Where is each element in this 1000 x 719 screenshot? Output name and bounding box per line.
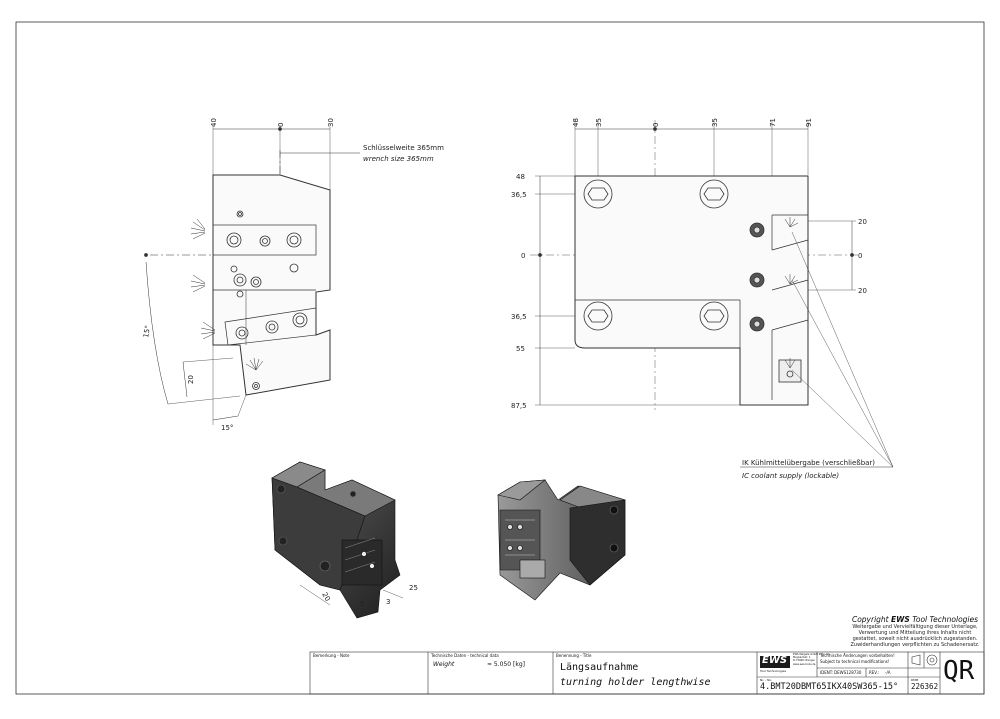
remark-label: Bemerkung - Note — [313, 653, 350, 658]
right-dim-right-3: 20 — [858, 287, 867, 295]
left-dim-20: 20 — [187, 375, 195, 384]
title-label: Benennung - Title — [556, 653, 592, 658]
mods-en: Subject to technical modifications! — [820, 659, 890, 664]
wrench-note-de: Schlüsselweite 365mm — [363, 144, 444, 152]
left-dim-top-3: 30 — [327, 118, 335, 127]
right-dim-top-2: 35 — [595, 118, 603, 127]
sheet-border — [15, 21, 985, 695]
copyright-prefix: Copyright — [851, 615, 891, 624]
qr-label: QR — [943, 656, 975, 686]
left-angle-15-bottom: 15° — [221, 424, 233, 432]
rev-value: -/A — [885, 670, 891, 675]
right-dim-left-6: 87,5 — [511, 402, 527, 410]
right-dim-top-3: 0 — [652, 123, 660, 127]
copyright-line-1: Weitergabe und Vervielfältigung dieser U… — [852, 624, 978, 630]
right-dim-right-1: 20 — [858, 218, 867, 226]
part-number: 4.BMT20DBMT65IKX40SW365-15° — [760, 682, 899, 692]
copyright-suffix: Tool Technologies — [909, 615, 979, 624]
left-dim-top-2: 0 — [277, 123, 285, 127]
company-line-1: EWS Weigele GmbH & Co. KG — [793, 653, 830, 656]
coolant-note-de: IK Kühlmittelübergabe (verschließbar) — [742, 459, 875, 467]
ident-value: DEWS128730 — [834, 670, 862, 675]
copyright-line-3: gestattet, soweit nicht ausdrücklich zug… — [852, 636, 978, 642]
right-dim-right-2: 0 — [858, 252, 862, 260]
company-line-3: D-73066 Uhingen — [793, 659, 815, 663]
rmm-value: 226362 — [911, 682, 939, 691]
ident-label: IDENT: — [820, 670, 834, 675]
nr-label: Nr. - No. — [760, 678, 773, 682]
iso-dims: 20 3 5 25 — [320, 584, 418, 608]
iso-dim-2: 3 — [386, 598, 390, 606]
company-line-2: Maybachstr. 1 — [793, 656, 811, 660]
right-view-labels: 48 35 0 35 71 91 48 36,5 0 36,5 55 87,5 … — [511, 118, 875, 480]
left-dim-top-1: 40 — [210, 118, 218, 127]
tech-label: Technische Daten - technical data — [431, 653, 499, 658]
right-dim-top-6: 91 — [805, 118, 813, 127]
right-dim-top-4: 35 — [711, 118, 719, 127]
copyright-brand: EWS — [891, 615, 910, 624]
left-angle-15: 15° — [142, 325, 152, 339]
iso-dim-4: 25 — [409, 584, 418, 592]
mods-de: Technische Änderungen vorbehalten! — [820, 653, 895, 658]
coolant-note-en: IC coolant supply (lockable) — [742, 472, 839, 480]
right-dim-top-1: 48 — [572, 118, 580, 127]
right-dim-left-2: 36,5 — [511, 191, 527, 199]
right-dim-left-1: 48 — [516, 173, 525, 181]
iso-view-front — [271, 461, 404, 619]
company-address: EWS Weigele GmbH & Co. KG Maybachstr. 1 … — [793, 653, 830, 666]
right-view — [530, 120, 894, 468]
rmm-label: RMM — [911, 678, 919, 682]
title-en: turning holder lengthwise — [560, 677, 711, 688]
weight-value: ≈ 5.050 [kg] — [487, 661, 525, 668]
copyright-block: Copyright EWS Tool Technologies Weiterga… — [840, 615, 990, 648]
right-dim-top-5: 71 — [769, 118, 777, 127]
company-line-4: www.ews-tools.de — [793, 662, 816, 666]
logo-text: EWS — [762, 655, 788, 666]
copyright-line-4: Zuwiderhandlungen verpflichten zu Schade… — [850, 642, 980, 648]
copyright-line-2: Verwertung und Mitteilung ihres Inhalts … — [858, 630, 972, 636]
logo-sub: Tool Technologies — [760, 669, 787, 673]
iso-view-back — [497, 479, 626, 601]
rev-label: REV.: — [869, 670, 880, 675]
right-dim-left-3: 0 — [521, 252, 525, 260]
iso-dim-3: 5 — [360, 600, 364, 608]
title-de: Längsaufnahme — [560, 662, 639, 673]
ews-logo — [760, 656, 790, 668]
right-dim-left-5: 55 — [516, 345, 525, 353]
right-dim-left-4: 36,5 — [511, 313, 527, 321]
left-view — [144, 125, 360, 425]
iso-dim-1: 20 — [320, 591, 331, 603]
weight-label: Weight — [433, 661, 455, 668]
wrench-note-en: wrench size 365mm — [363, 155, 434, 163]
